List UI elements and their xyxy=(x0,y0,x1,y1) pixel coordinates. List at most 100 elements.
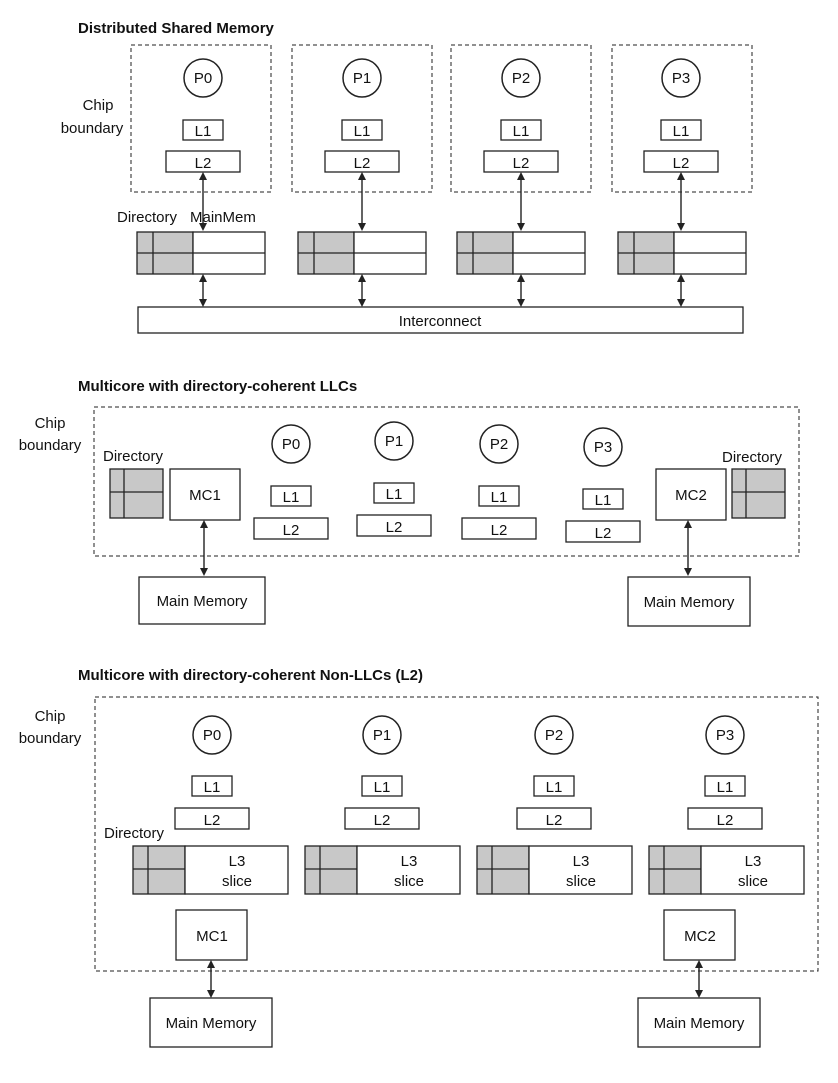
section-2-core-1-l2-label: L2 xyxy=(386,519,403,536)
section-2-core-3-processor-circle xyxy=(583,427,623,467)
section-2-directory-label-right: Directory xyxy=(722,449,783,466)
section-1-node-3-processor-label: P3 xyxy=(672,70,690,87)
section-2-core-1-processor-circle xyxy=(374,421,414,461)
section-2-core-2-l1-box xyxy=(478,485,520,507)
section-2-core-3-l1-label: L1 xyxy=(595,492,612,509)
section-2-core-3-processor-label: P3 xyxy=(594,439,612,456)
section-2-core-2-processor-circle xyxy=(479,424,519,464)
section-3-main-memory-left-label: Main Memory xyxy=(166,1015,257,1032)
section-3-tile-1-l2-label: L2 xyxy=(374,812,391,829)
section-3-tile-2-directory xyxy=(476,845,530,895)
section-2-core-0-l1-label: L1 xyxy=(283,489,300,506)
section-1-interconnect-label: Interconnect xyxy=(399,313,482,330)
section-3-title: Multicore with directory-coherent Non-LL… xyxy=(78,667,423,684)
section-3-tile-0-l3-slice-label-line-1: L3 xyxy=(229,853,246,870)
section-3-tile-3-processor-circle xyxy=(705,715,745,755)
section-3-tile-1-l2-box xyxy=(344,807,420,830)
section-3-tile-1-l1-box xyxy=(361,775,403,797)
section-3-tile-1-l3-slice-label-line-1: L3 xyxy=(401,853,418,870)
section-3-tile-2-l3-slice-box xyxy=(528,845,633,895)
section-1-node-3-l1-label: L1 xyxy=(673,123,690,140)
section-3-tile-3-l1-label: L1 xyxy=(717,779,734,796)
section-3-tile-1-processor-circle xyxy=(362,715,402,755)
section-3-tile-1-directory xyxy=(304,845,358,895)
section-1-node-2-l2-label: L2 xyxy=(513,155,530,172)
section-3-tile-0-processor-label: P0 xyxy=(203,727,221,744)
section-3-main-memory-right-label: Main Memory xyxy=(654,1015,745,1032)
section-2-mc1-box xyxy=(169,468,241,521)
section-3-tile-2-processor-circle xyxy=(534,715,574,755)
section-1-node-2-l1-label: L1 xyxy=(513,123,530,140)
section-3-main-memory-right-box xyxy=(637,997,761,1048)
section-3-mc2-box xyxy=(663,909,736,961)
section-3-tile-0-l2-box xyxy=(174,807,250,830)
section-2-core-1-l2-box xyxy=(356,514,432,537)
section-3-tile-2-l3-slice-label-line-1: L3 xyxy=(573,853,590,870)
section-3-chip-label-line-1: Chip xyxy=(35,708,66,725)
section-3-mc2-label: MC2 xyxy=(684,928,716,945)
section-3-tile-2-processor-label: P2 xyxy=(545,727,563,744)
section-2-core-2-l1-label: L1 xyxy=(491,489,508,506)
section-2-directory-right xyxy=(731,468,786,519)
section-2-chip-label-line-2: boundary xyxy=(19,437,82,454)
section-2-core-2-l2-box xyxy=(461,517,537,540)
section-1-node-0-processor-circle xyxy=(183,58,223,98)
section-2-core-3-l1-box xyxy=(582,488,624,510)
section-1-node-0-processor-label: P0 xyxy=(194,70,212,87)
section-3-tile-2-l2-box xyxy=(516,807,592,830)
section-2-main-memory-left-label: Main Memory xyxy=(157,593,248,610)
section-3-tile-0-l3-slice-box xyxy=(184,845,289,895)
section-3-tile-0-directory xyxy=(132,845,186,895)
section-3-tile-1-l3-slice-box xyxy=(356,845,461,895)
section-2-main-memory-right-label: Main Memory xyxy=(644,594,735,611)
section-1-node-1-l1-label: L1 xyxy=(354,123,371,140)
section-3-tile-0-l1-box xyxy=(191,775,233,797)
section-3-tile-1-processor-label: P1 xyxy=(373,727,391,744)
section-3-directory-label: Directory xyxy=(104,825,165,842)
section-2-main-memory-left-box xyxy=(138,576,266,625)
section-3-tile-0-l1-label: L1 xyxy=(204,779,221,796)
section-1-node-1-processor-label: P1 xyxy=(353,70,371,87)
section-1-node-0-l1-box xyxy=(182,119,224,141)
section-2-title: Multicore with directory-coherent LLCs xyxy=(78,378,357,395)
section-3-chip-label-line-2: boundary xyxy=(19,730,82,747)
section-3-tile-3-l1-box xyxy=(704,775,746,797)
section-2-main-memory-right-box xyxy=(627,576,751,627)
section-1-node-0-l2-label: L2 xyxy=(195,155,212,172)
section-1-node-2-processor-label: P2 xyxy=(512,70,530,87)
section-3-tile-2-l1-label: L1 xyxy=(546,779,563,796)
section-3-tile-2-l2-label: L2 xyxy=(546,812,563,829)
section-2-core-0-l2-label: L2 xyxy=(283,522,300,539)
section-2-core-1-processor-label: P1 xyxy=(385,433,403,450)
section-2-core-0-processor-circle xyxy=(271,424,311,464)
section-3-tile-1-l3-slice-label-line-2: slice xyxy=(394,873,424,890)
section-3-tile-2-l1-box xyxy=(533,775,575,797)
section-1-node-2-processor-circle xyxy=(501,58,541,98)
section-2-directory-left xyxy=(109,468,164,519)
section-3-tile-3-l2-label: L2 xyxy=(717,812,734,829)
section-3-tile-1-l1-label: L1 xyxy=(374,779,391,796)
section-2-core-3-l2-box xyxy=(565,520,641,543)
section-3-tile-0-processor-circle xyxy=(192,715,232,755)
section-distributed-shared-memory: Distributed Shared MemoryChipboundaryP0L… xyxy=(61,20,753,334)
section-1-node-3-l1-box xyxy=(660,119,702,141)
section-2-core-2-processor-label: P2 xyxy=(490,436,508,453)
section-1-node-1-processor-circle xyxy=(342,58,382,98)
section-2-core-2-l2-label: L2 xyxy=(491,522,508,539)
section-2-core-1-l1-box xyxy=(373,482,415,504)
section-1-mainmem-label: MainMem xyxy=(190,209,256,226)
section-3-tile-2-l3-slice-label-line-2: slice xyxy=(566,873,596,890)
section-3-tile-3-l3-slice-label-line-1: L3 xyxy=(745,853,762,870)
section-2-mc2-box xyxy=(655,468,727,521)
section-3-tile-3-processor-label: P3 xyxy=(716,727,734,744)
section-3-tile-3-directory xyxy=(648,845,702,895)
section-2-core-3-l2-label: L2 xyxy=(595,525,612,542)
section-1-node-2-l1-box xyxy=(500,119,542,141)
section-3-mc1-label: MC1 xyxy=(196,928,228,945)
section-2-core-0-l2-box xyxy=(253,517,329,540)
section-1-interconnect-box xyxy=(137,306,744,334)
section-3-main-memory-left-box xyxy=(149,997,273,1048)
section-1-node-3-processor-circle xyxy=(661,58,701,98)
section-2-core-1-l1-label: L1 xyxy=(386,486,403,503)
